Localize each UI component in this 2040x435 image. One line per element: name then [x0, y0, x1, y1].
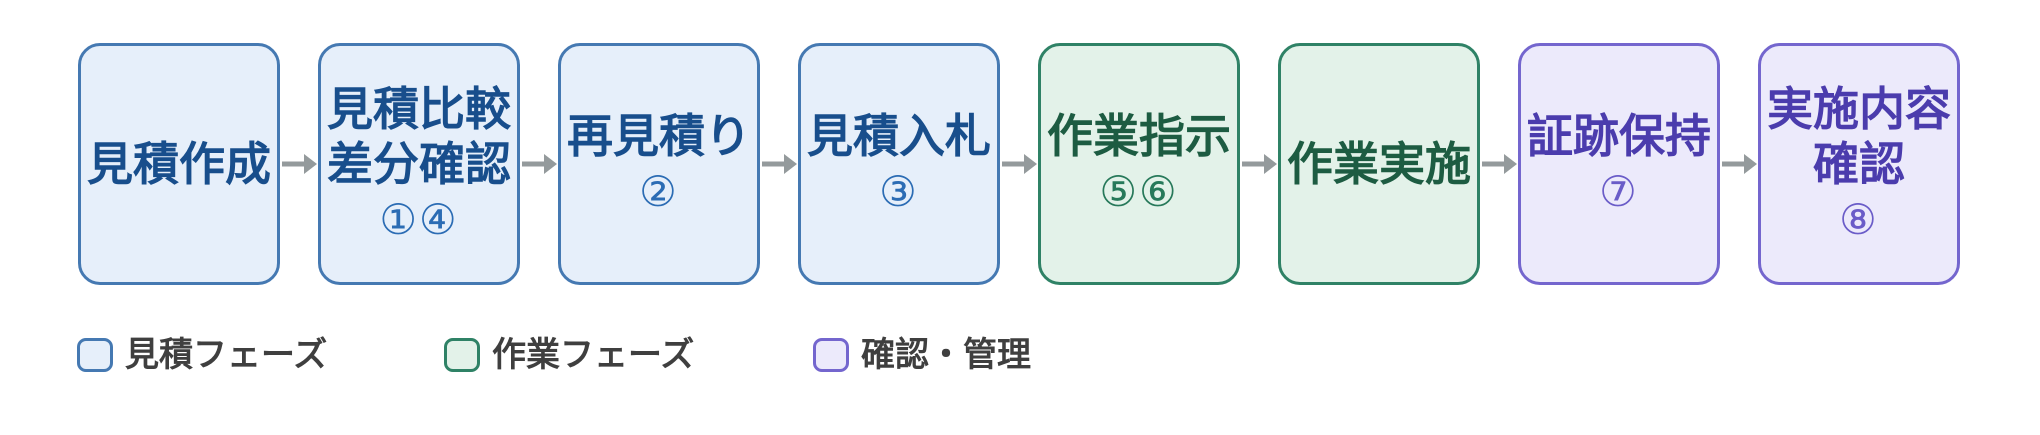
step-label: 作業指示	[1047, 110, 1231, 162]
flow-step-re-estimate: 再見積り ②	[558, 43, 760, 285]
step-label: 見積作成	[87, 137, 271, 190]
flow-arrow	[520, 43, 558, 285]
flow-arrow	[1240, 43, 1278, 285]
legend-swatch-review	[813, 338, 849, 372]
arrow-right-icon	[1722, 154, 1757, 174]
step-numbers: ⑤⑥	[1099, 168, 1179, 215]
flow-arrow	[280, 43, 318, 285]
flow-step-evidence-retention: 証跡保持 ⑦	[1518, 43, 1720, 285]
flow-arrow	[1480, 43, 1518, 285]
step-label: 実施内容	[1767, 82, 1951, 135]
legend-label: 確認・管理	[861, 336, 1031, 374]
flow-row: 見積作成 見積比較 差分確認 ①④ 再見積り ②	[78, 43, 1960, 285]
legend-swatch-estimate	[77, 338, 113, 372]
step-label: 見積入札	[807, 110, 991, 162]
arrow-right-icon	[1242, 154, 1277, 174]
step-numbers: ①④	[379, 195, 459, 243]
step-numbers: ③	[879, 168, 919, 215]
step-label: 再見積り	[567, 110, 751, 162]
legend-item-work-phase: 作業フェーズ	[444, 337, 694, 373]
flow-arrow	[1000, 43, 1038, 285]
flow-step-estimate-bid: 見積入札 ③	[798, 43, 1000, 285]
legend-label: 作業フェーズ	[492, 336, 695, 374]
step-label: 差分確認	[327, 137, 511, 190]
flow-arrow	[1720, 43, 1758, 285]
legend-label: 見積フェーズ	[125, 336, 328, 374]
legend-item-confirm-manage: 確認・管理	[813, 337, 1031, 373]
flow-step-estimate-creation: 見積作成	[78, 43, 280, 285]
legend-swatch-work	[444, 338, 480, 372]
legend-item-estimate-phase: 見積フェーズ	[77, 337, 327, 373]
step-numbers: ②	[639, 168, 679, 215]
arrow-right-icon	[1482, 154, 1517, 174]
flow-step-implementation-check: 実施内容 確認 ⑧	[1758, 43, 1960, 285]
flow-step-work-instruction: 作業指示 ⑤⑥	[1038, 43, 1240, 285]
flow-arrow	[760, 43, 798, 285]
arrow-right-icon	[762, 154, 797, 174]
arrow-right-icon	[1002, 154, 1037, 174]
step-label: 確認	[1813, 137, 1905, 190]
step-numbers: ⑧	[1839, 195, 1879, 243]
flow-step-estimate-comparison: 見積比較 差分確認 ①④	[318, 43, 520, 285]
step-label: 証跡保持	[1527, 110, 1711, 162]
arrow-right-icon	[522, 154, 557, 174]
step-numbers: ⑦	[1599, 168, 1639, 215]
arrow-right-icon	[282, 154, 317, 174]
step-label: 作業実施	[1287, 137, 1471, 190]
flow-step-work-execution: 作業実施	[1278, 43, 1480, 285]
step-label: 見積比較	[327, 82, 511, 135]
